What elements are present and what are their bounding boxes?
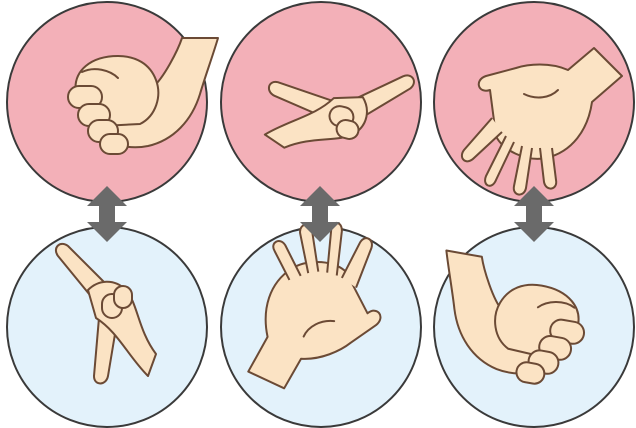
pair-3 [426,1,635,428]
pair-1 [6,1,218,428]
pair-2 [207,1,422,428]
